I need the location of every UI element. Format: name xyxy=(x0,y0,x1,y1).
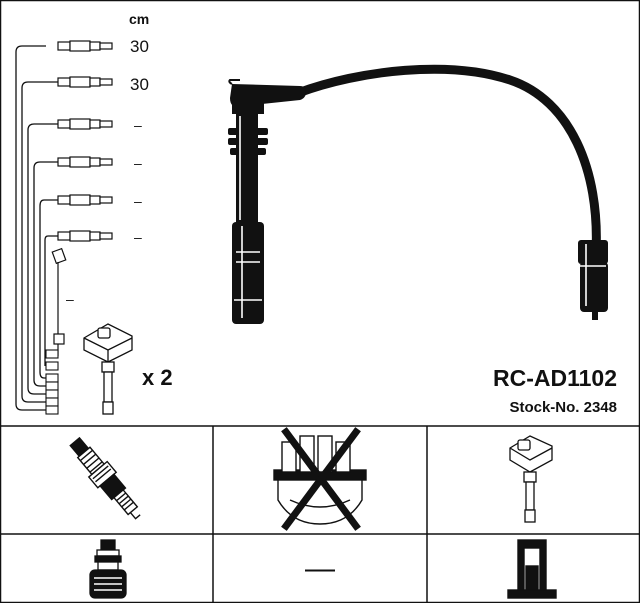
coil-lead xyxy=(51,247,67,356)
length-label-6: – xyxy=(134,229,142,245)
cable-row-1 xyxy=(57,40,113,52)
ignition-coil-icon xyxy=(509,435,553,523)
quantity-label: x 2 xyxy=(142,365,173,390)
unit-label: cm xyxy=(129,11,149,27)
cable-row-3 xyxy=(57,118,113,130)
cable-row-5 xyxy=(57,194,113,206)
length-label-2: 30 xyxy=(130,75,149,94)
length-label-1: 30 xyxy=(130,37,149,56)
bundle-end-connectors xyxy=(45,349,59,415)
boot-highlights xyxy=(234,116,262,318)
coil-tower-icon xyxy=(507,539,557,599)
cable-row-6 xyxy=(57,230,113,242)
cable-wire xyxy=(293,64,601,257)
cable-schematic xyxy=(15,45,58,411)
no-part-dash: — xyxy=(305,552,335,585)
part-number: RC-AD1102 xyxy=(493,365,617,391)
cable-row-4 xyxy=(57,156,113,168)
coil-lead-length: – xyxy=(66,291,74,307)
length-label-5: – xyxy=(134,193,142,209)
length-label-3: – xyxy=(134,117,142,133)
cable-row-2 xyxy=(57,76,113,88)
connector-highlights xyxy=(580,244,606,306)
cross-out-mark xyxy=(281,427,361,531)
length-label-4: – xyxy=(134,155,142,171)
application-grid xyxy=(0,425,640,603)
stock-number: Stock-No. 2348 xyxy=(509,399,617,416)
pencil-coil-icon xyxy=(83,323,133,415)
plug-boot-icon xyxy=(89,539,127,599)
cable-connectors xyxy=(57,40,113,242)
spark-plug-icon xyxy=(69,436,141,520)
coil-end-connector xyxy=(578,240,608,320)
spark-plug-boot xyxy=(228,79,306,324)
ignition-cable-drawing xyxy=(228,64,608,324)
